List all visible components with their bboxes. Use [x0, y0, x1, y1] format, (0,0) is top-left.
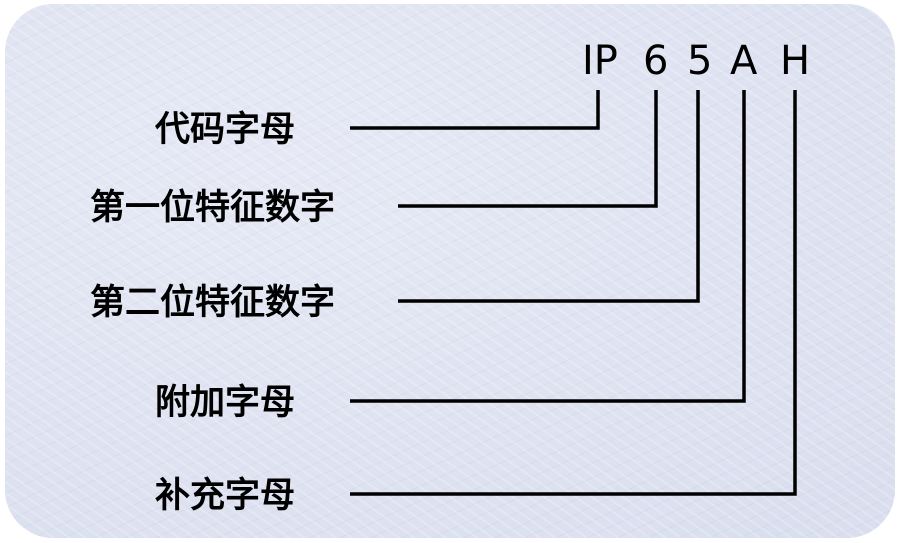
code-part-additional-letter: A — [730, 38, 758, 84]
leader-line-first-digit — [398, 90, 658, 208]
leader-line-additional-letter — [350, 90, 746, 403]
label-first-digit: 第一位特征数字 — [90, 188, 335, 228]
code-part-supplementary-letter: H — [780, 38, 810, 84]
leader-line-code-letter — [350, 90, 600, 130]
label-supplementary-letter: 补充字母 — [155, 476, 295, 516]
leader-line-second-digit — [398, 90, 700, 303]
diagram-background-panel — [5, 4, 895, 538]
leader-line-supplementary-letter — [350, 90, 797, 496]
code-part-ip: IP — [582, 38, 618, 84]
label-additional-letter: 附加字母 — [155, 383, 295, 423]
code-part-first-digit: 6 — [643, 38, 668, 84]
code-part-second-digit: 5 — [687, 38, 712, 84]
label-code-letter: 代码字母 — [154, 110, 295, 150]
label-second-digit: 第二位特征数字 — [90, 283, 335, 323]
